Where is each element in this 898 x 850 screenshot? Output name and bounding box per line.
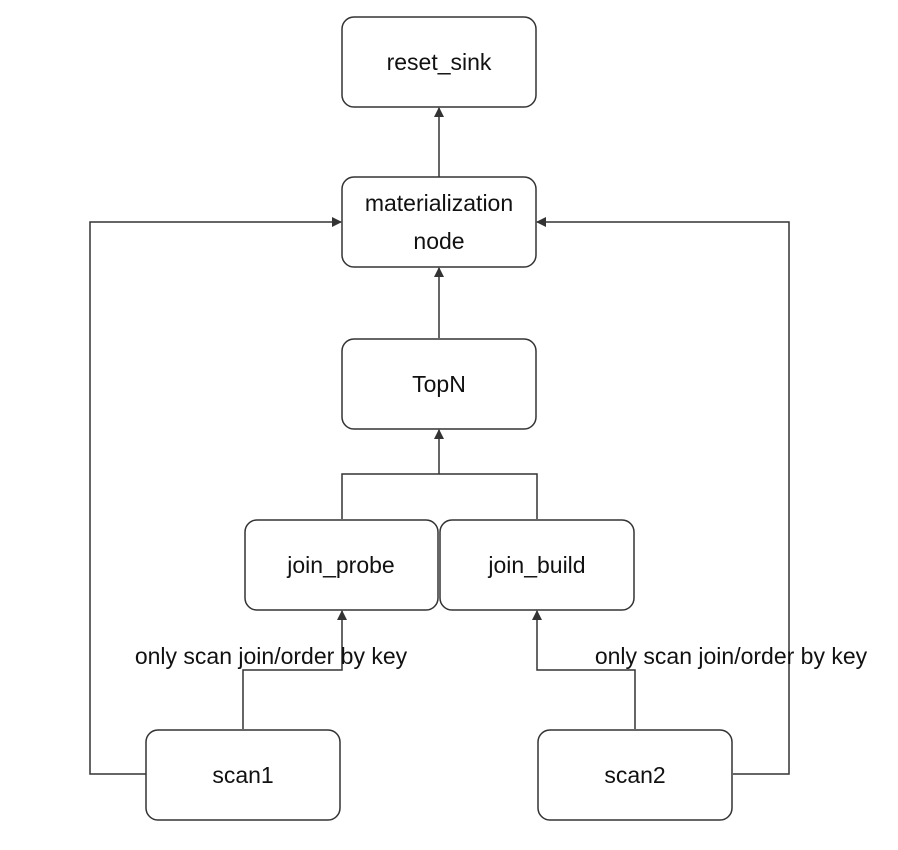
node-reset-sink-label: reset_sink (387, 49, 492, 75)
node-scan2: scan2 (537, 729, 733, 821)
node-reset-sink: reset_sink (341, 16, 537, 108)
edge-label-scan1: only scan join/order by key (135, 643, 408, 669)
node-join-build-label: join_build (487, 552, 585, 578)
node-materialization-label-line1: materialization (365, 190, 513, 216)
edges (89, 107, 790, 775)
edge-scan1-to-join-probe (242, 610, 347, 729)
node-scan2-label: scan2 (604, 762, 665, 788)
edge-scan1-to-materialization (89, 217, 342, 775)
node-join-probe: join_probe (244, 519, 439, 611)
node-scan1-label: scan1 (212, 762, 273, 788)
node-materialization: materialization node (341, 176, 537, 268)
node-join-build: join_build (439, 519, 635, 611)
node-topn-label: TopN (412, 371, 466, 397)
node-materialization-label-line2: node (413, 228, 464, 254)
node-topn: TopN (341, 338, 537, 430)
edge-label-scan2: only scan join/order by key (595, 643, 868, 669)
edge-joins-to-topn (341, 473, 538, 519)
node-join-probe-label: join_probe (286, 552, 394, 578)
edge-scan2-to-join-build (532, 610, 636, 729)
edge-scan2-to-materialization (536, 217, 790, 775)
node-scan1: scan1 (145, 729, 341, 821)
